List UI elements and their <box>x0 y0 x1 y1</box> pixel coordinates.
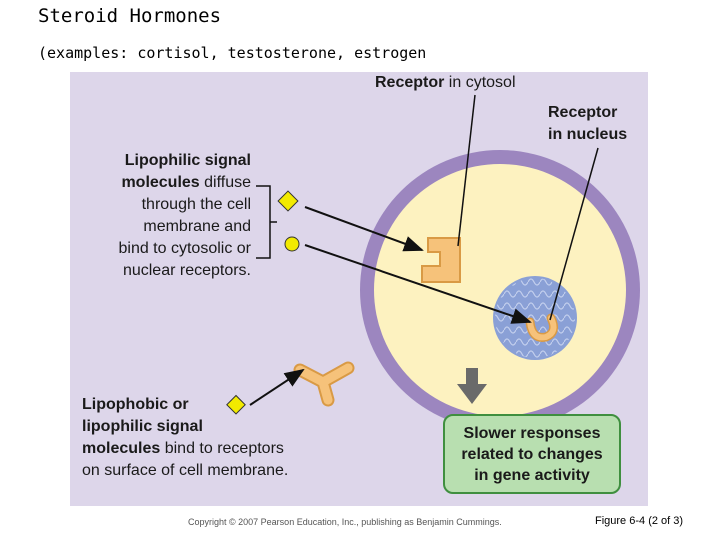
lipophobic-label: Lipophobic or lipophilic signal molecule… <box>82 396 289 479</box>
membrane-receptor-fill <box>295 363 353 405</box>
arrow-to-membrane-receptor <box>249 368 305 406</box>
nuclear-receptor-fill <box>527 315 557 341</box>
cytosol <box>374 164 626 416</box>
copyright-notice: Copyright © 2007 Pearson Education, Inc.… <box>188 517 502 527</box>
process-arrow <box>457 368 487 404</box>
round-signal-molecule <box>284 236 300 252</box>
slide-title: Steroid Hormones <box>38 5 222 27</box>
pointer-nucleus-label <box>549 147 599 321</box>
response-box: Slower responses related to changes in g… <box>443 414 621 494</box>
receptor-cytosol-label: Receptor in cytosol <box>375 74 516 91</box>
lipophilic-label: Lipophilic signal molecules diffuse thro… <box>118 152 251 279</box>
lipophobic-signal-molecule <box>226 394 246 415</box>
nucleus-chromatin <box>495 278 575 358</box>
figure-reference: Figure 6-4 (2 of 3) <box>595 515 684 527</box>
pointer-cytosol-label <box>457 94 476 247</box>
receptor-nucleus-label: Receptor in nucleus <box>548 104 628 143</box>
slide-subtitle: (examples: cortisol, testosterone, estro… <box>38 44 427 62</box>
square-signal-molecule <box>277 190 299 212</box>
arrow-to-cytosolic-receptor <box>304 206 424 252</box>
arrow-to-nuclear-receptor <box>304 244 532 324</box>
signal-bracket <box>256 185 277 259</box>
cytosolic-receptor <box>421 237 461 283</box>
